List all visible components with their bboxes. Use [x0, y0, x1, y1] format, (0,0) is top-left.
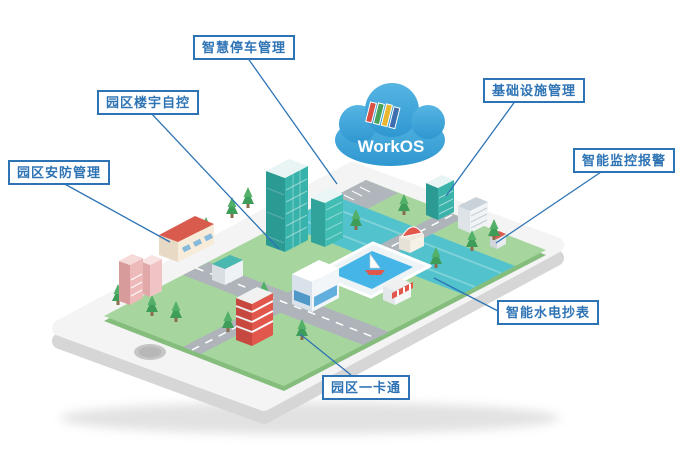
dome-pavilion: [399, 226, 424, 253]
leader-infrastructure: [445, 99, 517, 197]
shop-awning: [383, 278, 413, 305]
factory-building: [159, 216, 214, 262]
building-white-right: [458, 197, 488, 233]
workos-books-icon: [365, 101, 401, 130]
leader-utility-metering: [433, 277, 499, 312]
leader-lines: [60, 56, 605, 376]
label-utility-metering: 智能水电抄表: [497, 300, 600, 325]
workos-cloud: WorkOS: [335, 83, 445, 166]
tower-teal-2: [311, 188, 343, 247]
label-one-card: 园区一卡通: [322, 375, 411, 400]
leader-building-automation: [149, 111, 280, 250]
tablet-shadow: [60, 402, 560, 434]
leader-smart-parking: [246, 56, 338, 185]
leader-park-security: [60, 181, 171, 243]
leader-one-card: [299, 333, 352, 376]
parking-lot: [335, 180, 398, 209]
skyscraper-teal: [266, 159, 308, 252]
pink-tower-2: [140, 255, 162, 297]
red-striped-building: [235, 287, 274, 346]
label-monitoring-alarm: 智能监控报警: [573, 148, 676, 173]
workos-label: WorkOS: [358, 137, 425, 156]
pink-tower-1: [119, 254, 143, 305]
label-smart-parking: 智慧停车管理: [193, 35, 296, 60]
office-building: [292, 260, 339, 312]
leader-monitoring-alarm: [495, 169, 605, 244]
home-button-icon: [134, 344, 166, 360]
building-teal-right: [426, 175, 454, 220]
sailboat-icon: [365, 253, 385, 275]
building-teal-roof: [212, 255, 243, 285]
label-park-security: 园区安防管理: [8, 160, 111, 185]
label-building-automation: 园区楼宇自控: [97, 90, 200, 115]
label-infrastructure: 基础设施管理: [483, 78, 586, 103]
